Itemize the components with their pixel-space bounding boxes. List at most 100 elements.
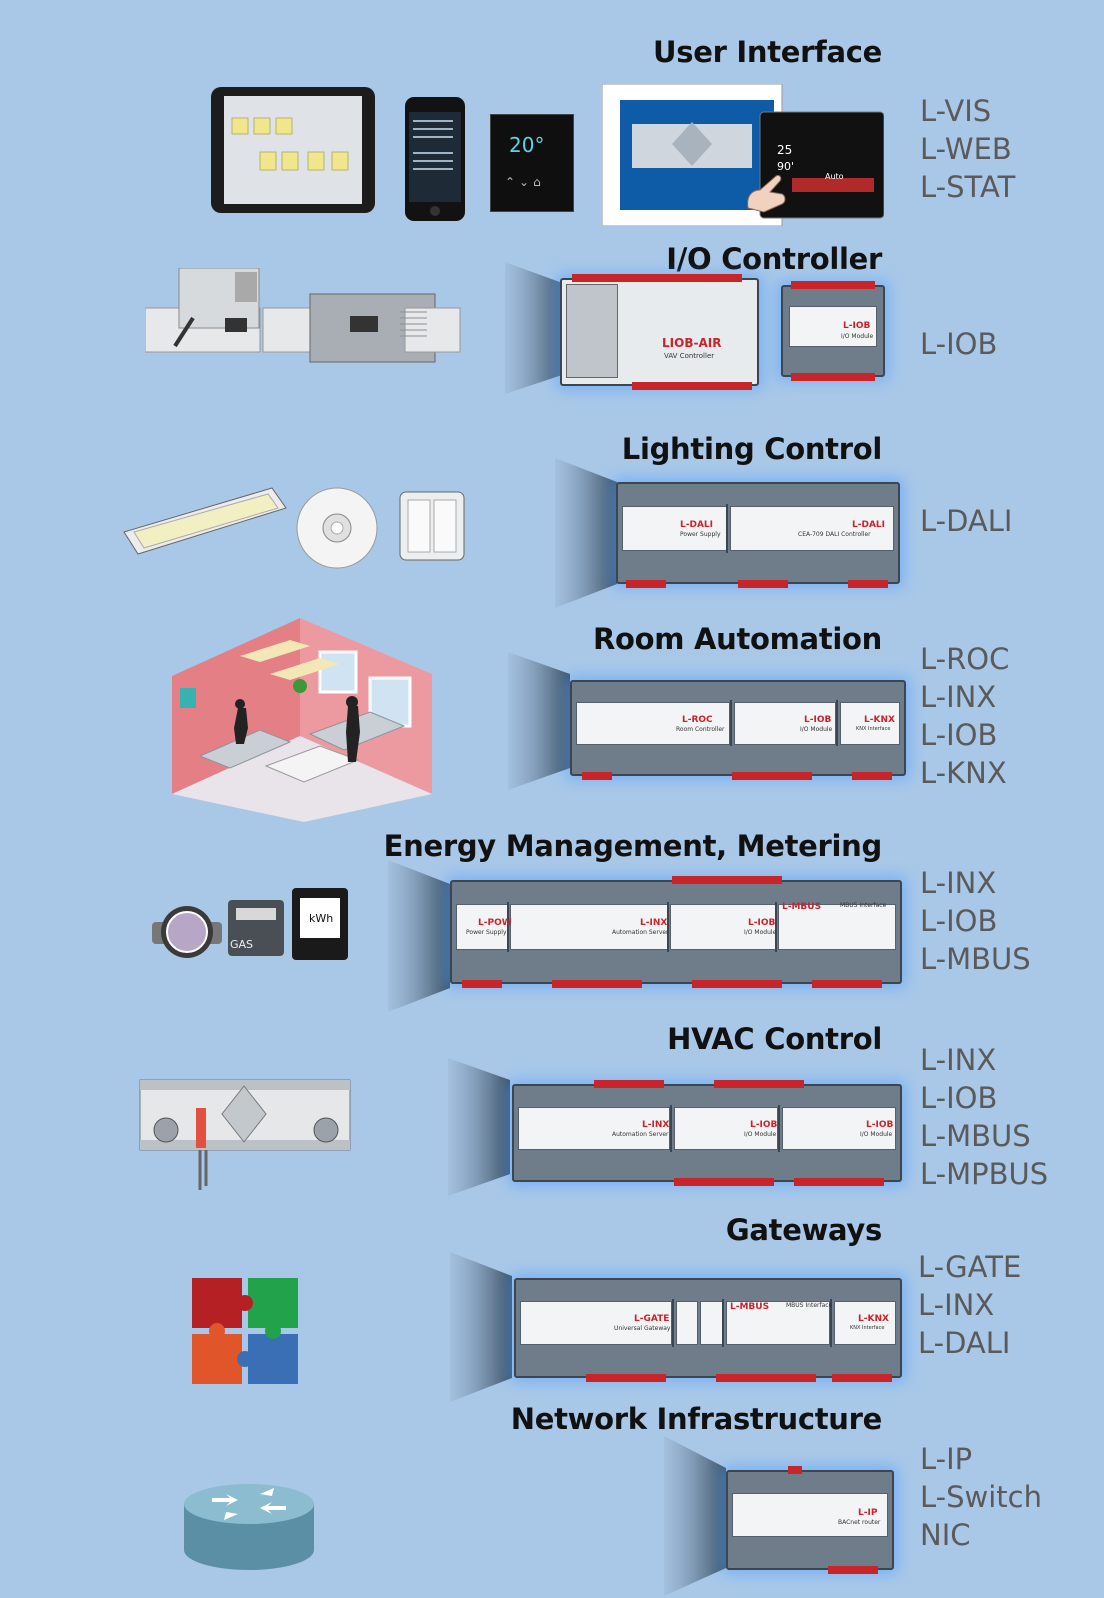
product-label: NIC bbox=[920, 1518, 971, 1552]
projection-beam bbox=[450, 1252, 512, 1402]
product-label: L-INX bbox=[920, 866, 997, 900]
product-label: L-VIS bbox=[920, 94, 992, 128]
l-iob-module: L-IOB I/O Module bbox=[781, 281, 885, 381]
product-list-energy-management: L-INX L-IOB L-MBUS bbox=[920, 864, 1031, 978]
device-label: L-MBUS bbox=[782, 902, 822, 912]
device-label: L-MBUS bbox=[730, 1302, 770, 1312]
gas-meter-label: GAS bbox=[230, 938, 254, 951]
product-list-user-interface: L-VIS L-WEB L-STAT bbox=[920, 92, 1015, 206]
device-sublabel: Power Supply bbox=[466, 929, 507, 936]
device-label: L-IOB bbox=[843, 321, 871, 331]
device-sublabel: Power Supply bbox=[680, 531, 721, 538]
energy-management-modules: L-POW Power Supply L-INX Automation Serv… bbox=[450, 876, 902, 988]
projection-beam bbox=[505, 262, 565, 394]
touch-panel-mode: Auto bbox=[825, 172, 844, 181]
section-title-io-controller: I/O Controller bbox=[666, 242, 882, 276]
projection-beam bbox=[448, 1058, 510, 1196]
touch-panel-temp: 25 bbox=[777, 143, 793, 157]
device-label: L-POW bbox=[478, 918, 512, 928]
product-label: L-ROC bbox=[920, 642, 1010, 676]
device-label: L-INX bbox=[640, 918, 668, 928]
room-thermostat-icon: 20° ⌃⌄⌂ bbox=[490, 114, 574, 212]
product-label: L-IOB bbox=[920, 904, 998, 938]
air-handling-unit-icon bbox=[139, 1079, 351, 1190]
product-label: L-Switch bbox=[920, 1480, 1042, 1514]
device-sublabel: KNX Interface bbox=[856, 726, 891, 732]
smartphone-icon bbox=[405, 97, 465, 221]
product-label: L-DALI bbox=[918, 1326, 1011, 1360]
product-label: L-MBUS bbox=[920, 942, 1031, 976]
product-list-room-automation: L-ROC L-INX L-IOB L-KNX bbox=[920, 640, 1009, 792]
product-list-network-infrastructure: L-IP L-Switch NIC bbox=[920, 1440, 1042, 1554]
electric-meter-label: kWh bbox=[309, 912, 334, 925]
puzzle-pieces-icon bbox=[192, 1278, 298, 1384]
projection-beam bbox=[388, 860, 450, 1012]
product-list-gateways: L-GATE L-INX L-DALI bbox=[918, 1248, 1021, 1362]
product-label: L-WEB bbox=[920, 132, 1012, 166]
product-label: L-MBUS bbox=[920, 1119, 1031, 1153]
projection-beam bbox=[508, 652, 570, 790]
device-label: L-INX bbox=[642, 1120, 670, 1130]
router-icon bbox=[184, 1484, 314, 1570]
energy-meters-icon bbox=[152, 888, 348, 960]
product-label: L-INX bbox=[920, 1043, 997, 1077]
product-label: L-KNX bbox=[920, 756, 1007, 790]
device-sublabel: Automation Server bbox=[612, 1131, 669, 1138]
section-title-hvac-control: HVAC Control bbox=[667, 1022, 882, 1056]
device-sublabel: I/O Module bbox=[860, 1131, 893, 1138]
device-label: L-ROC bbox=[682, 715, 713, 725]
device-label: L-DALI bbox=[852, 520, 885, 530]
section-title-gateways: Gateways bbox=[725, 1213, 882, 1247]
section-title-user-interface: User Interface bbox=[653, 35, 882, 69]
product-label: L-INX bbox=[918, 1288, 995, 1322]
product-list-io-controller: L-IOB bbox=[920, 325, 997, 363]
device-sublabel: I/O Module bbox=[800, 726, 833, 733]
l-ip-router-module: L-IP BACnet router bbox=[726, 1466, 894, 1574]
device-label: L-IOB bbox=[750, 1120, 778, 1130]
gateway-modules: L-GATE Universal Gateway L-MBUS MBUS Int… bbox=[514, 1278, 902, 1382]
device-label: LIOB-AIR bbox=[662, 336, 722, 350]
device-sublabel: Universal Gateway bbox=[614, 1325, 671, 1332]
product-label: L-IOB bbox=[920, 327, 998, 361]
device-label: L-IOB bbox=[866, 1120, 894, 1130]
thermostat-temp: 20° bbox=[509, 133, 545, 157]
device-sublabel: Room Controller bbox=[676, 726, 725, 733]
device-sublabel: I/O Module bbox=[744, 1131, 777, 1138]
device-sublabel: CEA-709 DALI Controller bbox=[798, 531, 871, 538]
section-title-energy-management: Energy Management, Metering bbox=[383, 829, 883, 863]
product-label: L-IOB bbox=[920, 718, 998, 752]
hvac-control-modules: L-INX Automation Server L-IOB I/O Module… bbox=[512, 1080, 902, 1186]
device-sublabel: KNX Interface bbox=[850, 1325, 885, 1331]
product-list-hvac-control: L-INX L-IOB L-MBUS L-MPBUS bbox=[920, 1041, 1048, 1193]
device-label: L-KNX bbox=[864, 715, 895, 725]
device-label: L-DALI bbox=[680, 520, 713, 530]
device-label: L-IOB bbox=[748, 918, 776, 928]
device-label: L-IOB bbox=[804, 715, 832, 725]
device-sublabel: Automation Server bbox=[612, 929, 669, 936]
projection-beam bbox=[555, 458, 617, 608]
l-roc-modules: L-ROC Room Controller L-IOB I/O Module L… bbox=[570, 680, 906, 780]
product-label: L-IOB bbox=[920, 1081, 998, 1115]
device-sublabel: I/O Module bbox=[744, 929, 777, 936]
product-label: L-STAT bbox=[920, 170, 1016, 204]
product-label: L-GATE bbox=[918, 1250, 1022, 1284]
l-dali-modules: L-DALI Power Supply L-DALI CEA-709 DALI … bbox=[616, 482, 900, 588]
section-title-network-infrastructure: Network Infrastructure bbox=[510, 1402, 883, 1436]
hand-pointer-icon bbox=[747, 175, 786, 213]
product-label: L-IP bbox=[920, 1442, 973, 1476]
product-label: L-INX bbox=[920, 680, 997, 714]
lighting-devices-icon bbox=[123, 487, 465, 569]
device-sublabel: MBUS Interface bbox=[840, 902, 887, 909]
section-title-lighting-control: Lighting Control bbox=[621, 432, 883, 466]
touch-panel-temp2: 90' bbox=[777, 160, 795, 173]
section-title-room-automation: Room Automation bbox=[592, 622, 882, 656]
liob-air-vav-controller: LIOB-AIR VAV Controller bbox=[560, 274, 759, 390]
device-sublabel: VAV Controller bbox=[664, 352, 715, 360]
device-sublabel: I/O Module bbox=[841, 333, 874, 340]
product-label: L-MPBUS bbox=[920, 1157, 1049, 1191]
air-duct-vav-icon bbox=[145, 268, 461, 363]
tablet-icon bbox=[211, 87, 375, 213]
device-label: L-IP bbox=[858, 1508, 878, 1518]
projection-beam bbox=[664, 1436, 726, 1596]
product-label: L-DALI bbox=[920, 504, 1013, 538]
